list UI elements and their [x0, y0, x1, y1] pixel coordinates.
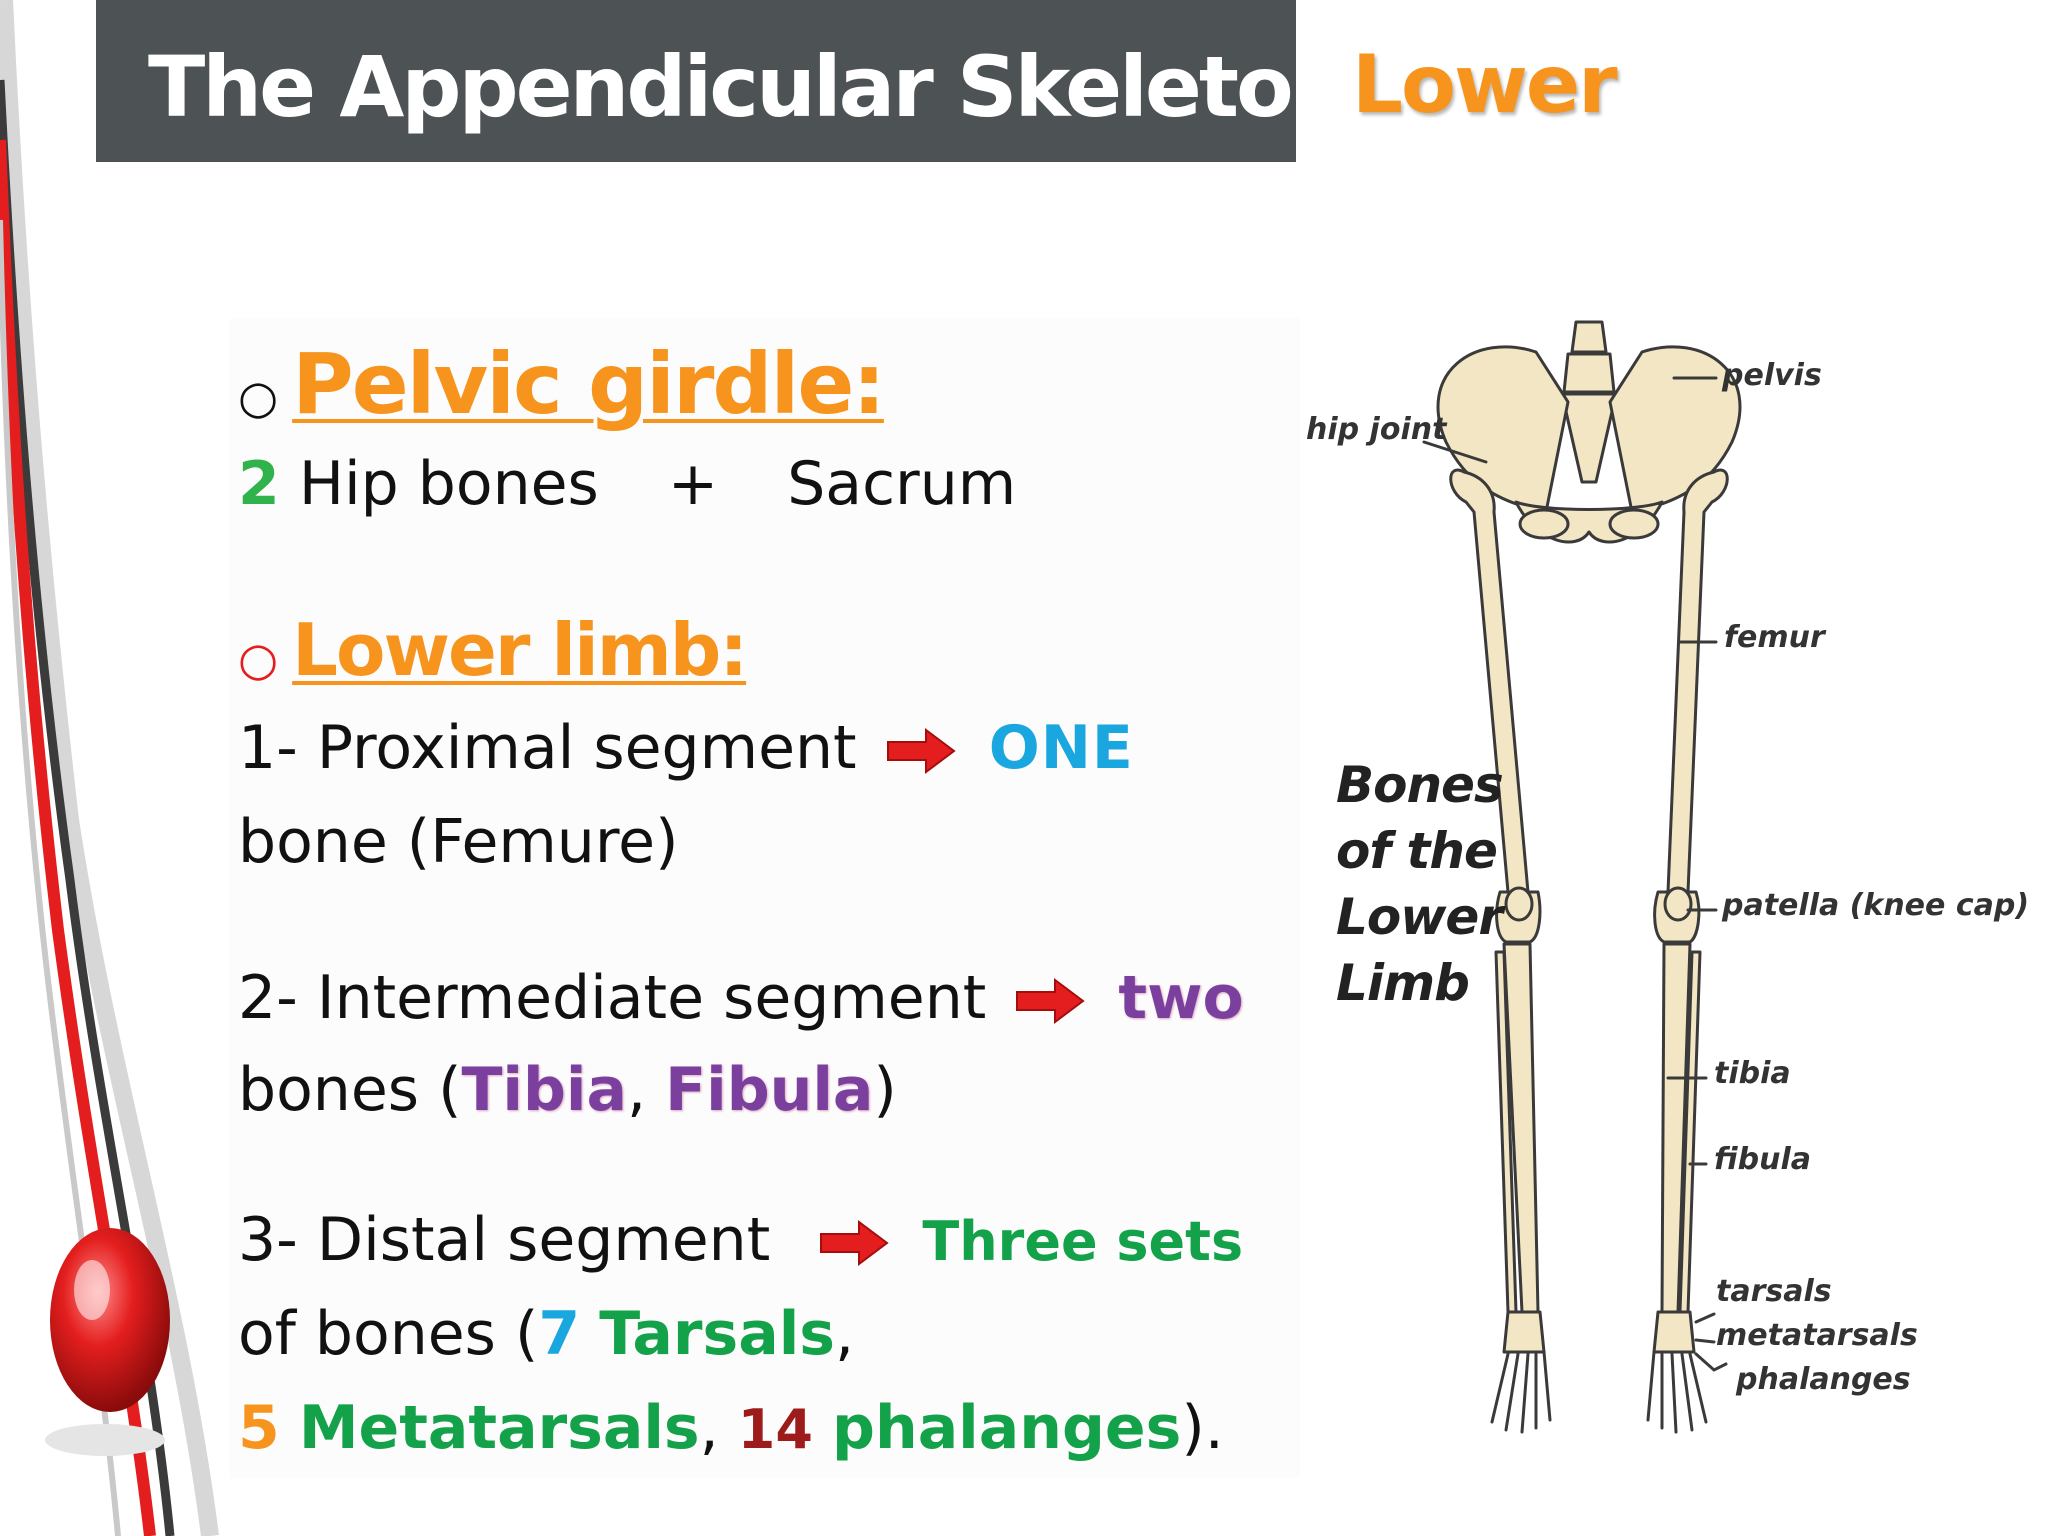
right-arrow-icon [1016, 978, 1085, 1025]
caption-line: Limb [1336, 954, 1470, 1012]
content-panel: ○Pelvic girdle: 2 Hip bones + Sacrum ○Lo… [230, 318, 1300, 1478]
tibia-text: Tibia [461, 1055, 627, 1125]
lower-limb-heading-line: ○Lower limb: [238, 614, 748, 686]
slide-subtitle: Lower [1352, 38, 1618, 131]
label-phalanges: phalanges [1736, 1362, 1911, 1397]
lower-limb-skeleton-figure: pelvis hip joint femur patella (knee cap… [1296, 312, 2048, 1452]
caption-line: Bones [1336, 756, 1504, 814]
right-arrow-icon [886, 728, 956, 775]
bones-open-text: bones ( [238, 1055, 462, 1125]
proximal-bone-text: bone (Femure) [238, 807, 679, 877]
pelvic-bones-line: 2 Hip bones + Sacrum [238, 454, 1016, 514]
plus-sign: + [667, 449, 719, 519]
intermediate-count: two [1118, 963, 1244, 1033]
bullet-icon: ○ [238, 370, 279, 424]
distal-count: Three sets [922, 1210, 1244, 1273]
comma-text: , [626, 1055, 647, 1125]
phalanges-text: phalanges [832, 1393, 1182, 1463]
tarsals-text: Tarsals [599, 1299, 835, 1369]
intermediate-segment-line: 2- Intermediate segment two [238, 968, 1244, 1028]
label-hip-joint: hip joint [1306, 412, 1447, 447]
metatarsals-text: Metatarsals [298, 1393, 700, 1463]
intermediate-bones-line: bones (Tibia, Fibula) [238, 1060, 897, 1120]
lower-limb-heading: Lower limb: [292, 608, 748, 692]
skeleton-drawing [1422, 320, 1742, 1434]
label-femur: femur [1724, 620, 1825, 655]
slide-title: The Appendicular Skeleton [148, 38, 1351, 136]
red-orb-icon [50, 1228, 170, 1412]
proximal-segment-text: 1- Proximal segment [238, 713, 857, 783]
sacrum-text: Sacrum [787, 449, 1017, 519]
bullet-icon: ○ [238, 632, 279, 686]
distal-bones-line-2: 5 Metatarsals, 14 phalanges). [238, 1398, 1224, 1458]
pelvic-girdle-heading: Pelvic girdle: [292, 335, 886, 433]
close-paren-text: ) [873, 1055, 897, 1125]
label-metatarsals: metatarsals [1716, 1318, 1918, 1353]
hip-bones-text: Hip bones [298, 449, 599, 519]
caption-line: of the [1336, 822, 1498, 880]
pelvic-heading-line: ○Pelvic girdle: [238, 342, 886, 426]
distal-segment-line: 3- Distal segment Three sets [238, 1210, 1243, 1270]
label-fibula: fibula [1714, 1142, 1811, 1177]
label-tibia: tibia [1714, 1056, 1791, 1091]
caption-line: Lower [1336, 888, 1503, 946]
label-tarsals: tarsals [1716, 1274, 1832, 1309]
hip-bone-count: 2 [238, 449, 280, 519]
tarsal-count: 7 [538, 1299, 581, 1369]
distal-bones-line: of bones (7 Tarsals, [238, 1304, 854, 1364]
proximal-segment-line: 1- Proximal segment ONE [238, 718, 1134, 778]
title-bar: The Appendicular Skeleton [96, 0, 1351, 162]
fibula-text: Fibula [665, 1055, 874, 1125]
right-arrow-icon [820, 1220, 889, 1267]
proximal-bone-line: bone (Femure) [238, 812, 679, 872]
metatarsal-count: 5 [238, 1393, 280, 1463]
of-bones-text: of bones ( [238, 1299, 539, 1369]
phalanges-count: 14 [737, 1398, 813, 1461]
intermediate-segment-text: 2- Intermediate segment [238, 963, 987, 1033]
label-patella: patella (knee cap) [1722, 888, 2030, 923]
proximal-count: ONE [988, 713, 1134, 783]
label-pelvis: pelvis [1722, 358, 1822, 393]
figure-caption: Bones of the Lower Limb [1336, 752, 1504, 1016]
decorative-swoosh [0, 0, 219, 1536]
comma-text: , [699, 1393, 719, 1463]
end-text: ). [1181, 1393, 1224, 1463]
comma-text: , [834, 1299, 855, 1369]
distal-segment-text: 3- Distal segment [238, 1205, 771, 1275]
